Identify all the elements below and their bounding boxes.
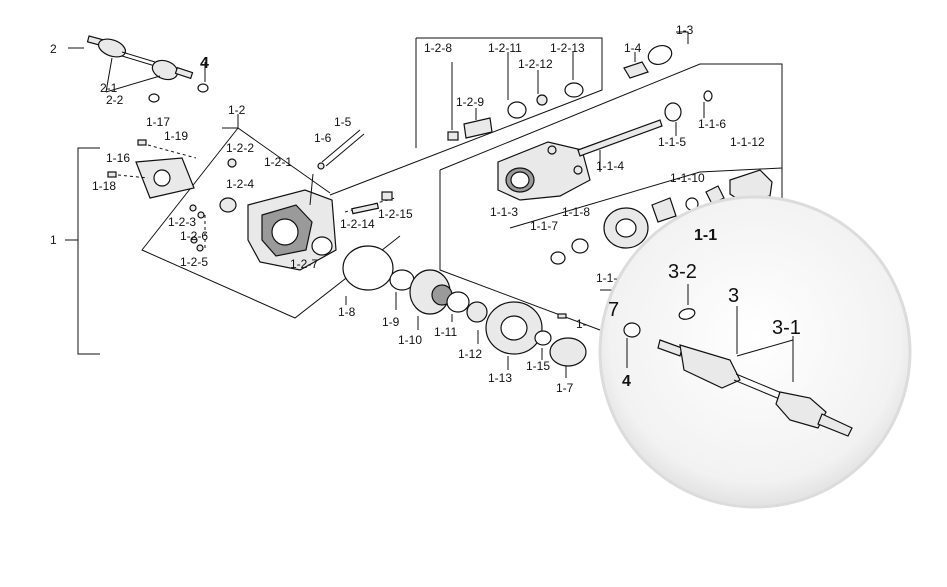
label-1-2-15: 1-2-15: [378, 207, 413, 221]
axle-shaft-2: [68, 35, 209, 103]
label-1-17: 1-17: [146, 115, 170, 129]
label-1-2-2: 1-2-2: [226, 141, 254, 155]
label-1-7: 1-7: [556, 381, 574, 395]
label-1-1-3: 1-1-3: [490, 205, 518, 219]
label-1: 1: [50, 233, 57, 247]
label-1-2-6: 1-2-6: [180, 229, 208, 243]
label-4-zoom: 4: [622, 373, 631, 390]
label-1-16: 1-16: [106, 151, 130, 165]
label-1-11: 1-11: [434, 325, 457, 339]
label-1-4: 1-4: [624, 41, 642, 55]
label-1-2-4: 1-2-4: [226, 177, 254, 191]
label-1-1-7: 1-1-7: [530, 219, 558, 233]
label-1-15: 1-15: [526, 359, 550, 373]
housing-assembly-1-2: [107, 114, 401, 319]
label-1-1-4: 1-1-4: [596, 159, 624, 173]
label-1-1-partial: 1-1-: [596, 271, 617, 285]
label-1-1-10: 1-1-10: [670, 171, 705, 185]
label-1-2: 1-2: [228, 103, 246, 117]
label-1-2-9: 1-2-9: [456, 95, 484, 109]
label-1-8: 1-8: [338, 305, 356, 319]
label-1-2-1: 1-2-1: [264, 155, 292, 169]
label-1-3: 1-3: [676, 23, 694, 37]
label-3-1: 3-1: [772, 317, 801, 339]
label-1-1-6: 1-1-6: [698, 117, 726, 131]
label-1-5: 1-5: [334, 115, 352, 129]
parts-1-3-1-4: [623, 31, 689, 79]
label-4-top: 4: [200, 55, 209, 72]
label-1-2-7: 1-2-7: [290, 257, 318, 271]
label-1-2-11: 1-2-11: [488, 41, 522, 55]
label-1-2-13: 1-2-13: [550, 41, 585, 55]
label-1-10: 1-10: [398, 333, 422, 347]
label-1-1-12: 1-1-12: [730, 135, 765, 149]
label-1-2-5: 1-2-5: [180, 255, 208, 269]
label-1-2-14: 1-2-14: [340, 217, 375, 231]
label-1-19: 1-19: [164, 129, 188, 143]
label-1-1: 1-1: [694, 227, 717, 244]
label-1-2-8: 1-2-8: [424, 41, 452, 55]
pinion-assembly: [329, 37, 603, 215]
label-1-1-5: 1-1-5: [658, 135, 686, 149]
subassembly-1-1: [439, 63, 783, 331]
label-7: 7: [608, 299, 619, 321]
label-2-1: 2-1: [100, 81, 118, 95]
label-2-2: 2-2: [106, 93, 124, 107]
bracket-group-1: [65, 147, 100, 355]
label-1-2-12: 1-2-12: [518, 57, 553, 71]
label-1-6: 1-6: [314, 131, 332, 145]
gear-chain-lower: [342, 245, 587, 378]
label-3: 3: [728, 285, 739, 307]
label-1-partial: 1-: [576, 317, 587, 331]
label-1-13: 1-13: [488, 371, 512, 385]
label-3-2: 3-2: [668, 261, 697, 283]
label-2: 2: [50, 42, 57, 56]
label-1-1-8: 1-1-8: [562, 205, 590, 219]
part-labels: 2 2-1 2-2 4 1-2 1-17 1-19 1-16 1-18 1 1-…: [50, 23, 801, 395]
label-1-2-3: 1-2-3: [168, 215, 196, 229]
label-1-18: 1-18: [92, 179, 116, 193]
label-1-12: 1-12: [458, 347, 482, 361]
zoom-magnifier: [598, 195, 912, 509]
label-1-9: 1-9: [382, 315, 400, 329]
